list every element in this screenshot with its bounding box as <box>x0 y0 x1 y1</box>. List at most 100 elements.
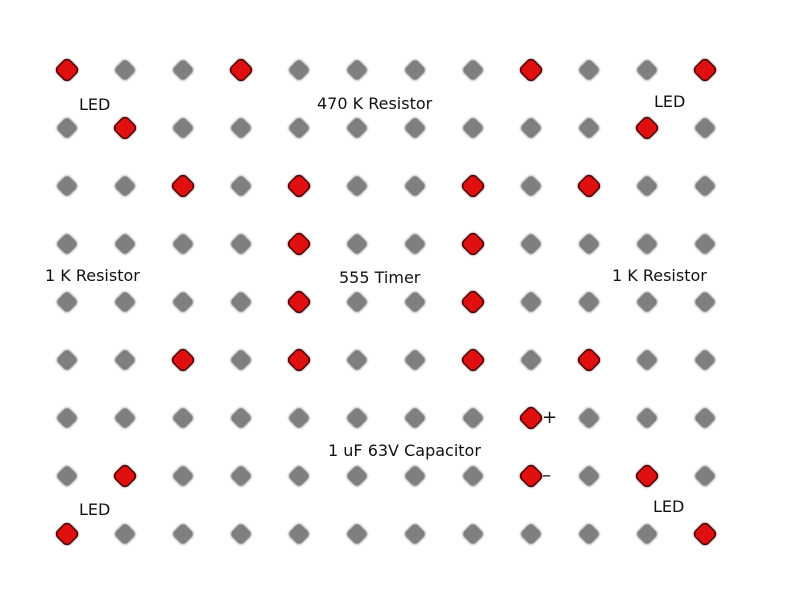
breadboard-hole <box>171 116 195 140</box>
breadboard-hole <box>55 116 79 140</box>
breadboard-hole <box>113 174 137 198</box>
component-pin-hole <box>287 348 311 372</box>
label-capacitor: 1 uF 63V Capacitor <box>328 441 481 460</box>
breadboard-hole <box>345 174 369 198</box>
breadboard-hole <box>229 116 253 140</box>
component-pin-hole <box>229 58 253 82</box>
breadboard-hole <box>635 522 659 546</box>
breadboard-hole <box>519 174 543 198</box>
breadboard-hole <box>113 232 137 256</box>
component-pin-hole <box>693 522 717 546</box>
breadboard-hole <box>113 406 137 430</box>
breadboard-hole <box>693 406 717 430</box>
breadboard-hole <box>345 290 369 314</box>
breadboard-hole <box>693 174 717 198</box>
component-pin-hole <box>461 232 485 256</box>
breadboard-hole <box>55 348 79 372</box>
breadboard-hole <box>171 58 195 82</box>
breadboard-hole <box>229 174 253 198</box>
breadboard-hole <box>229 232 253 256</box>
component-pin-hole <box>577 174 601 198</box>
breadboard-hole <box>635 406 659 430</box>
breadboard-hole <box>461 58 485 82</box>
label-led-top-left: LED <box>79 95 111 114</box>
component-pin-hole <box>55 522 79 546</box>
component-pin-hole <box>113 116 137 140</box>
breadboard-hole <box>693 232 717 256</box>
breadboard-hole <box>403 116 427 140</box>
breadboard-hole <box>345 116 369 140</box>
label-led-top-right: LED <box>654 92 686 111</box>
component-pin-hole <box>693 58 717 82</box>
breadboard-hole <box>519 348 543 372</box>
component-pin-hole <box>461 348 485 372</box>
label-470k-resistor: 470 K Resistor <box>317 94 433 113</box>
breadboard-hole <box>345 406 369 430</box>
label-1k-resistor-left: 1 K Resistor <box>45 266 140 285</box>
breadboard-hole <box>519 522 543 546</box>
breadboard-hole <box>461 406 485 430</box>
breadboard-hole <box>635 174 659 198</box>
breadboard-hole <box>635 290 659 314</box>
breadboard-hole <box>461 522 485 546</box>
component-pin-hole <box>461 174 485 198</box>
breadboard-hole <box>287 464 311 488</box>
breadboard-hole <box>345 522 369 546</box>
breadboard-hole <box>171 406 195 430</box>
breadboard-hole <box>171 290 195 314</box>
component-pin-hole <box>519 464 543 488</box>
breadboard-hole <box>403 290 427 314</box>
breadboard-hole <box>403 464 427 488</box>
component-pin-hole <box>287 290 311 314</box>
breadboard-hole <box>577 464 601 488</box>
breadboard-hole <box>635 58 659 82</box>
breadboard-hole <box>55 290 79 314</box>
component-pin-hole <box>287 174 311 198</box>
component-pin-hole <box>635 464 659 488</box>
breadboard-hole <box>519 116 543 140</box>
breadboard-hole <box>693 116 717 140</box>
breadboard-hole <box>171 232 195 256</box>
label-capacitor-plus: + <box>542 407 558 428</box>
breadboard-hole <box>403 232 427 256</box>
breadboard-hole <box>55 406 79 430</box>
breadboard-hole <box>229 406 253 430</box>
breadboard-hole <box>577 406 601 430</box>
breadboard-hole <box>171 464 195 488</box>
breadboard-hole <box>229 290 253 314</box>
breadboard-hole <box>287 522 311 546</box>
component-pin-hole <box>635 116 659 140</box>
breadboard-hole <box>635 348 659 372</box>
breadboard-hole <box>403 58 427 82</box>
breadboard-hole <box>229 522 253 546</box>
breadboard-hole <box>461 116 485 140</box>
breadboard-hole <box>403 522 427 546</box>
component-pin-hole <box>171 348 195 372</box>
label-led-bottom-left: LED <box>79 500 111 519</box>
breadboard-hole <box>171 522 195 546</box>
breadboard-hole <box>229 464 253 488</box>
breadboard-hole <box>55 232 79 256</box>
breadboard-hole <box>113 290 137 314</box>
breadboard-hole <box>577 522 601 546</box>
breadboard-hole <box>519 232 543 256</box>
breadboard-hole <box>577 232 601 256</box>
breadboard-hole <box>345 348 369 372</box>
breadboard-hole <box>55 174 79 198</box>
breadboard-hole <box>635 232 659 256</box>
label-1k-resistor-right: 1 K Resistor <box>612 266 707 285</box>
breadboard-hole <box>287 58 311 82</box>
breadboard-hole <box>403 348 427 372</box>
component-pin-hole <box>287 232 311 256</box>
breadboard-hole <box>287 116 311 140</box>
breadboard-hole <box>55 464 79 488</box>
label-led-bottom-right: LED <box>653 497 685 516</box>
breadboard-hole <box>577 116 601 140</box>
breadboard-hole <box>287 406 311 430</box>
component-pin-hole <box>171 174 195 198</box>
breadboard-hole <box>345 58 369 82</box>
component-pin-hole <box>519 58 543 82</box>
breadboard-hole <box>403 406 427 430</box>
component-pin-hole <box>577 348 601 372</box>
breadboard-hole <box>345 464 369 488</box>
